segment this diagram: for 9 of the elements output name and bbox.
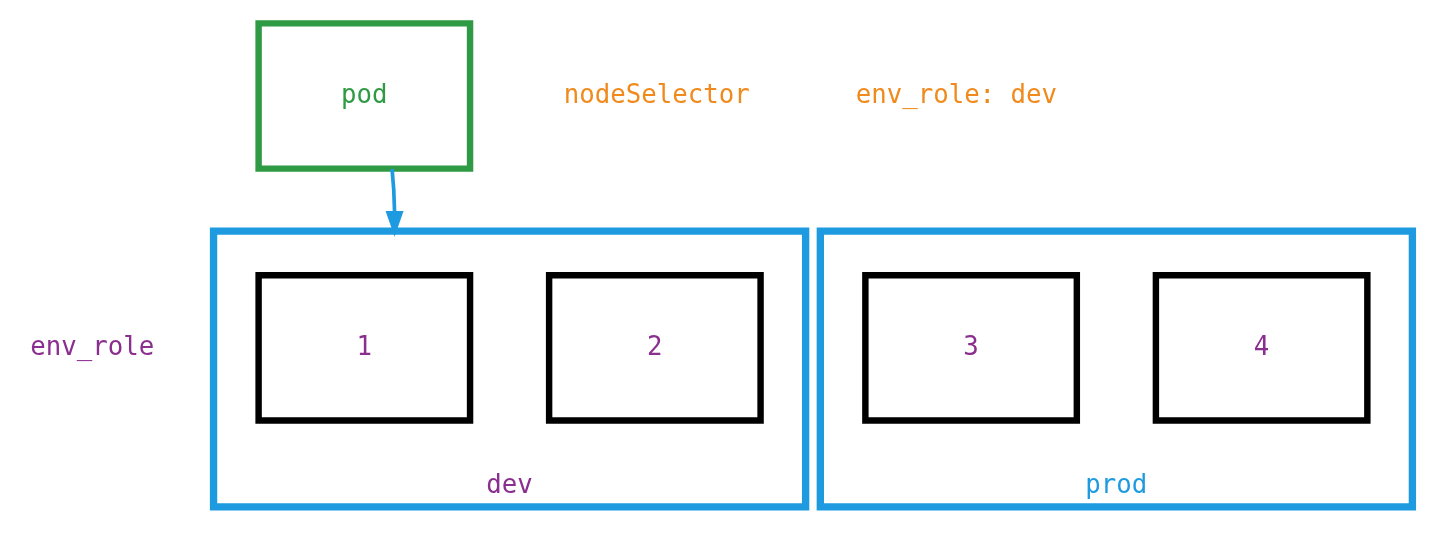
node-box: 2 xyxy=(545,272,764,424)
label: env_role: dev xyxy=(855,78,1058,109)
node-box: pod xyxy=(255,20,474,172)
arrow xyxy=(385,168,404,237)
label: nodeSelector xyxy=(563,78,750,109)
node-box: 4 xyxy=(1152,272,1371,424)
node-box: 3 xyxy=(862,272,1081,424)
node-box: 1 xyxy=(255,272,474,424)
label: env_role xyxy=(30,330,155,361)
